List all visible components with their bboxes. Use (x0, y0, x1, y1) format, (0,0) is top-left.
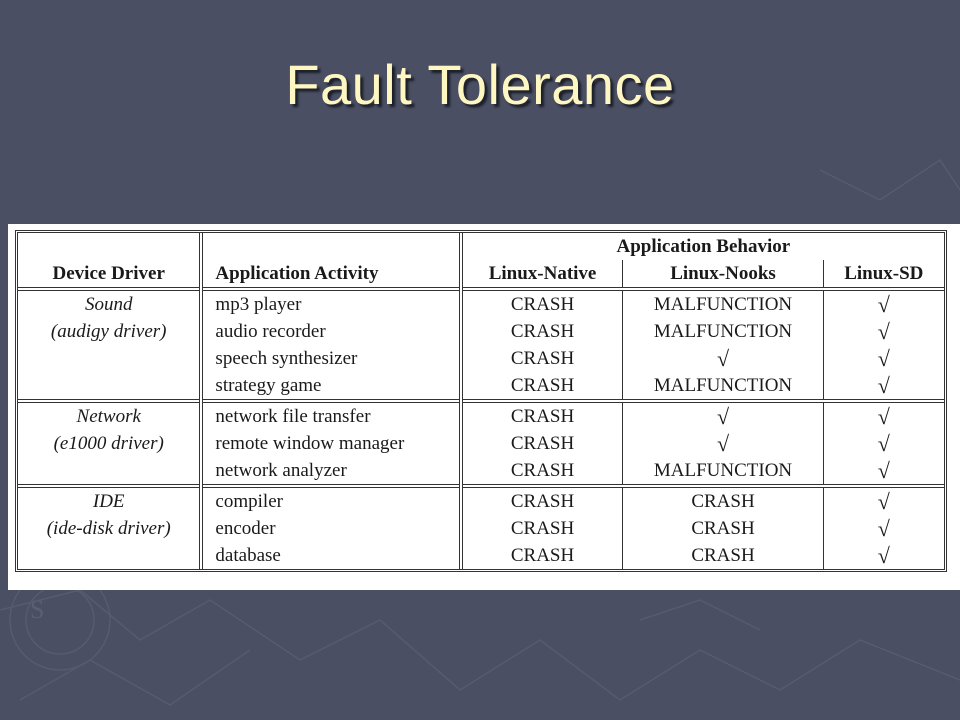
sd-check: √ (822, 287, 944, 318)
sd-check: √ (822, 430, 944, 457)
driver-name: Network (18, 399, 202, 430)
group-sound: Sound mp3 player CRASH MALFUNCTION √ (au… (18, 287, 944, 401)
header-linux-sd: Linux-SD (822, 260, 944, 289)
sd-check: √ (822, 542, 944, 569)
native-cell: CRASH (458, 430, 623, 457)
native-cell: CRASH (458, 457, 623, 486)
activity-cell: mp3 player (199, 287, 461, 318)
sd-check: √ (822, 345, 944, 372)
table-row: (ide-disk driver) encoder CRASH CRASH √ (18, 515, 944, 542)
svg-text:S: S (30, 595, 44, 624)
nooks-cell: MALFUNCTION (622, 457, 824, 486)
native-cell: CRASH (458, 484, 623, 515)
fault-tolerance-table: Application Behavior Device Driver Appli… (15, 230, 947, 572)
header-linux-nooks: Linux-Nooks (622, 260, 824, 289)
native-cell: CRASH (458, 399, 623, 430)
nooks-cell: MALFUNCTION (622, 372, 824, 401)
nooks-cell: MALFUNCTION (622, 287, 824, 318)
native-cell: CRASH (458, 318, 623, 345)
driver-name: Sound (18, 287, 202, 318)
activity-cell: network file transfer (199, 399, 461, 430)
header-application-behavior: Application Behavior (458, 233, 944, 260)
header-empty-activity (199, 233, 461, 260)
driver-name: IDE (18, 484, 202, 515)
activity-cell: database (199, 542, 461, 569)
native-cell: CRASH (458, 542, 623, 569)
sd-check: √ (822, 372, 944, 401)
header-linux-native: Linux-Native (458, 260, 623, 289)
nooks-cell: √ (622, 430, 824, 457)
table-row: (e1000 driver) remote window manager CRA… (18, 430, 944, 457)
table-row: strategy game CRASH MALFUNCTION √ (18, 372, 944, 401)
driver-detail: (audigy driver) (50, 321, 167, 342)
slide-title: Fault Tolerance (285, 53, 675, 116)
activity-cell: speech synthesizer (199, 345, 461, 372)
sd-check: √ (822, 318, 944, 345)
native-cell: CRASH (458, 345, 623, 372)
group-ide: IDE compiler CRASH CRASH √ (ide-disk dri… (18, 484, 944, 569)
driver-detail: (e1000 driver) (53, 433, 164, 454)
table-row: (audigy driver) audio recorder CRASH MAL… (18, 318, 944, 345)
nooks-cell: √ (622, 345, 824, 372)
activity-cell: encoder (199, 515, 461, 542)
results-table-panel: Application Behavior Device Driver Appli… (8, 224, 960, 590)
header-row-group: Application Behavior (18, 233, 944, 260)
header-row-columns: Device Driver Application Activity Linux… (18, 260, 944, 289)
sd-check: √ (822, 515, 944, 542)
sd-check: √ (822, 484, 944, 515)
activity-cell: network analyzer (199, 457, 461, 486)
driver-detail: (ide-disk driver) (46, 518, 171, 539)
sd-check: √ (822, 399, 944, 430)
table-row: database CRASH CRASH √ (18, 542, 944, 569)
group-network: Network network file transfer CRASH √ √ … (18, 399, 944, 486)
header-application-activity: Application Activity (199, 260, 461, 289)
table-row: Network network file transfer CRASH √ √ (18, 399, 944, 430)
sd-check: √ (822, 457, 944, 486)
activity-cell: audio recorder (199, 318, 461, 345)
nooks-cell: MALFUNCTION (622, 318, 824, 345)
nooks-cell: √ (622, 399, 824, 430)
nooks-cell: CRASH (622, 542, 824, 569)
native-cell: CRASH (458, 515, 623, 542)
activity-cell: compiler (199, 484, 461, 515)
header-empty-driver (18, 233, 201, 260)
table-row: network analyzer CRASH MALFUNCTION √ (18, 457, 944, 486)
nooks-cell: CRASH (622, 515, 824, 542)
native-cell: CRASH (458, 287, 623, 318)
table-row: Sound mp3 player CRASH MALFUNCTION √ (18, 287, 944, 318)
native-cell: CRASH (458, 372, 623, 401)
activity-cell: remote window manager (199, 430, 461, 457)
table-row: IDE compiler CRASH CRASH √ (18, 484, 944, 515)
nooks-cell: CRASH (622, 484, 824, 515)
header-device-driver: Device Driver (52, 263, 165, 284)
activity-cell: strategy game (199, 372, 461, 401)
table-row: speech synthesizer CRASH √ √ (18, 345, 944, 372)
